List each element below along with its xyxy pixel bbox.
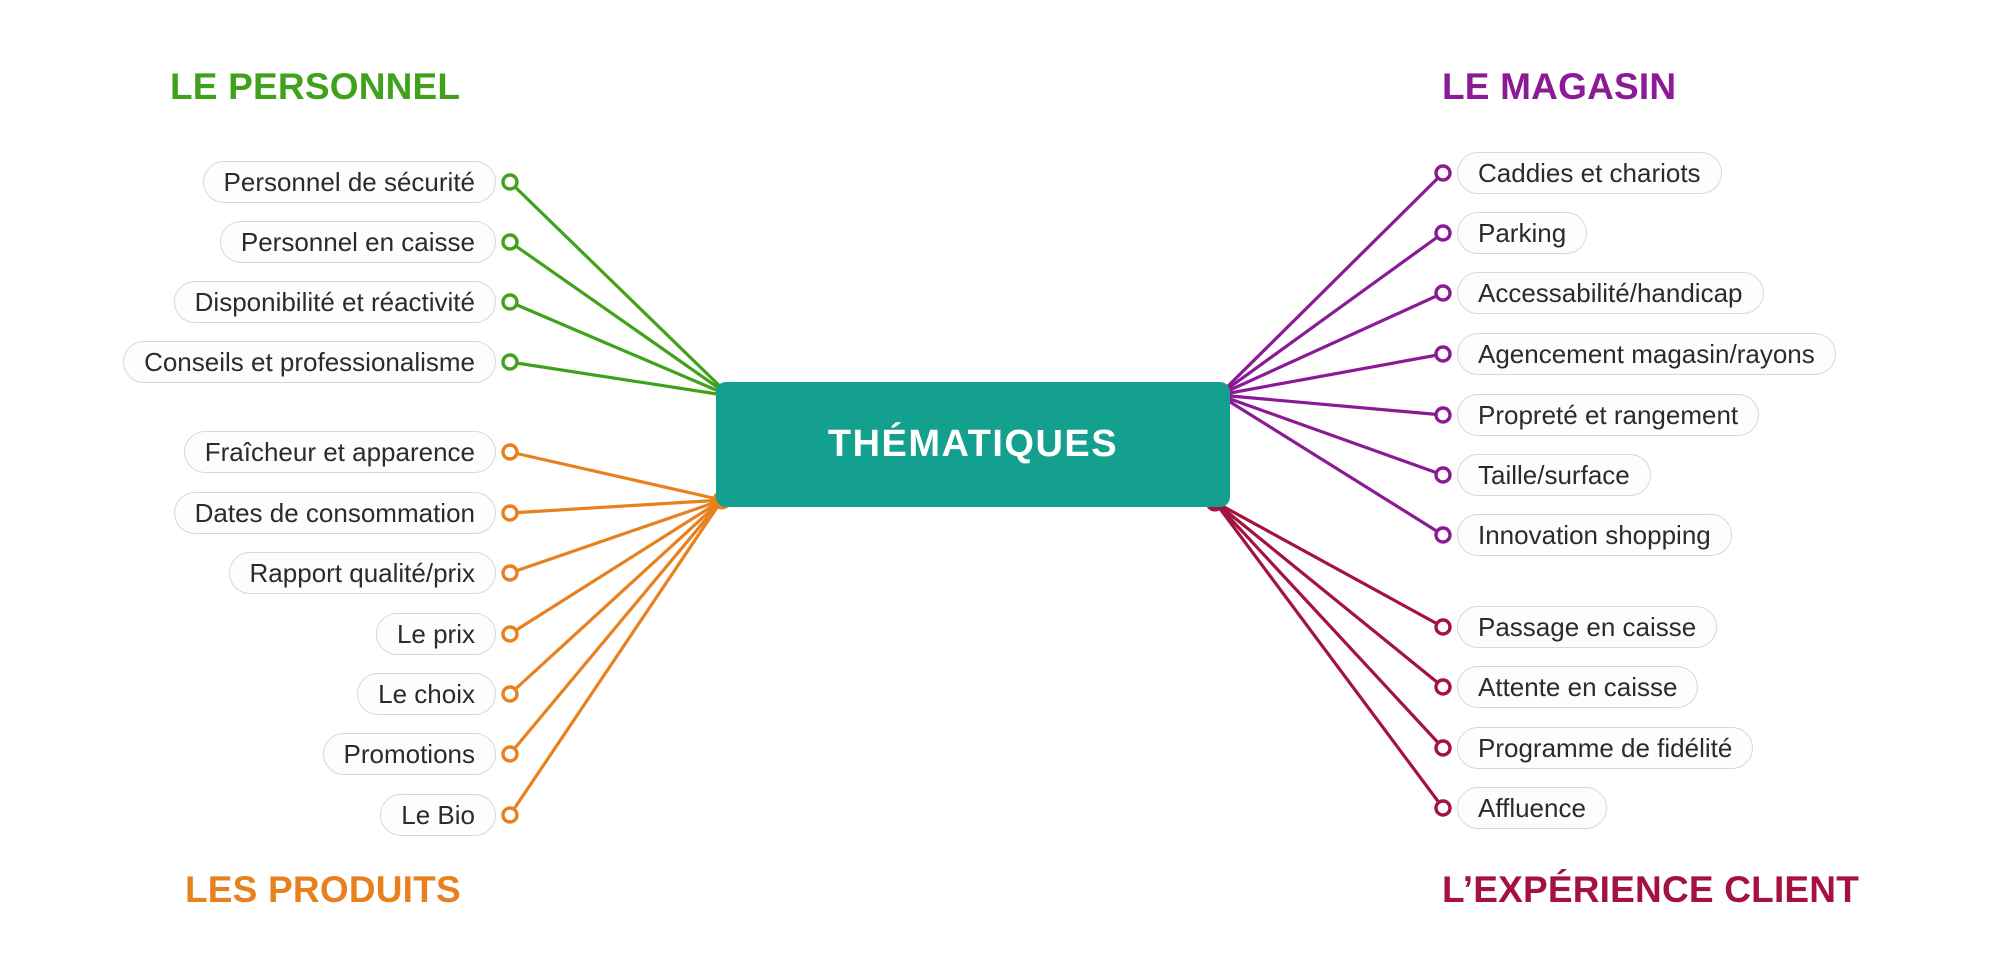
topic-pill[interactable]: Rapport qualité/prix — [228, 552, 496, 594]
topic-pill[interactable]: Le Bio — [380, 794, 496, 836]
connector-endpoint-node — [501, 504, 519, 522]
topic-pill[interactable]: Parking — [1457, 212, 1588, 254]
branch-title-experience: L’EXPÉRIENCE CLIENT — [1442, 869, 1860, 910]
topic-pill[interactable]: Promotions — [322, 733, 496, 775]
connector-group-produits — [501, 443, 732, 824]
connector-endpoint-node — [501, 173, 519, 191]
connector-line — [508, 498, 724, 575]
connector-endpoint-node — [501, 685, 519, 703]
topic-pill[interactable]: Programme de fidélité — [1457, 727, 1754, 769]
connector-line — [508, 300, 732, 398]
topic-pill[interactable]: Agencement magasin/rayons — [1457, 333, 1836, 375]
connector-endpoint-node — [1434, 406, 1452, 424]
connector-endpoint-node — [1434, 284, 1452, 302]
connector-line — [508, 498, 724, 756]
branch-title-produits: LES PRODUITS — [185, 869, 461, 910]
connector-endpoint-node — [501, 233, 519, 251]
branch-title-magasin: LE MAGASIN — [1442, 66, 1677, 107]
connector-endpoint-node — [501, 625, 519, 643]
connector-line — [1217, 393, 1445, 417]
connector-line — [508, 360, 732, 398]
connector-line — [508, 180, 732, 398]
connector-line — [1213, 500, 1445, 810]
connector-group-magasin — [1209, 164, 1452, 544]
topic-pill[interactable]: Propreté et rangement — [1457, 394, 1760, 436]
connector-endpoint-node — [1434, 466, 1452, 484]
connector-endpoint-node — [501, 745, 519, 763]
topic-pill[interactable]: Innovation shopping — [1457, 514, 1732, 556]
topic-pill[interactable]: Attente en caisse — [1457, 666, 1699, 708]
topic-pill[interactable]: Taille/surface — [1457, 454, 1651, 496]
topic-pill[interactable]: Fraîcheur et apparence — [183, 431, 496, 473]
connector-line — [1213, 500, 1445, 629]
topic-pill[interactable]: Le prix — [375, 613, 496, 655]
topic-pill[interactable]: Caddies et chariots — [1457, 152, 1722, 194]
connector-endpoint-node — [1434, 164, 1452, 182]
center-node-label: THÉMATIQUES — [827, 423, 1119, 465]
topic-pill[interactable]: Disponibilité et réactivité — [173, 281, 496, 323]
connector-endpoint-node — [501, 293, 519, 311]
topic-pill[interactable]: Personnel de sécurité — [202, 161, 496, 203]
connector-endpoint-node — [501, 353, 519, 371]
connector-group-experience — [1205, 492, 1452, 817]
topic-pill[interactable]: Affluence — [1457, 787, 1607, 829]
connector-endpoint-node — [1434, 739, 1452, 757]
branch-title-personnel: LE PERSONNEL — [170, 66, 461, 107]
connector-group-personnel — [501, 173, 740, 406]
connector-line — [508, 498, 724, 817]
connector-line — [1217, 231, 1445, 397]
connector-line — [508, 498, 724, 636]
connector-endpoint-node — [501, 564, 519, 582]
connector-endpoint-node — [1434, 618, 1452, 636]
topic-pill[interactable]: Accessabilité/handicap — [1457, 272, 1764, 314]
connector-line — [1217, 171, 1445, 397]
connector-endpoint-node — [1434, 224, 1452, 242]
topic-pill[interactable]: Personnel en caisse — [219, 221, 496, 263]
connector-line — [1213, 500, 1445, 689]
connector-endpoint-node — [1434, 345, 1452, 363]
connector-line — [508, 498, 724, 515]
topic-pill[interactable]: Dates de consommation — [173, 492, 496, 534]
connector-line — [1213, 500, 1445, 750]
topic-pill[interactable]: Passage en caisse — [1457, 606, 1718, 648]
topic-pill[interactable]: Le choix — [357, 673, 496, 715]
topic-pill[interactable]: Conseils et professionalisme — [123, 341, 496, 383]
connector-line — [1217, 393, 1445, 477]
connector-line — [508, 240, 732, 398]
connector-endpoint-node — [501, 443, 519, 461]
connector-line — [1217, 393, 1445, 537]
connector-line — [1217, 291, 1445, 397]
connector-endpoint-node — [1434, 678, 1452, 696]
center-node[interactable]: THÉMATIQUES — [716, 382, 1230, 507]
connector-endpoint-node — [501, 806, 519, 824]
connector-endpoint-node — [1434, 526, 1452, 544]
connector-line — [508, 498, 724, 696]
connector-endpoint-node — [1434, 799, 1452, 817]
connector-line — [1217, 352, 1445, 397]
connector-line — [508, 450, 724, 502]
